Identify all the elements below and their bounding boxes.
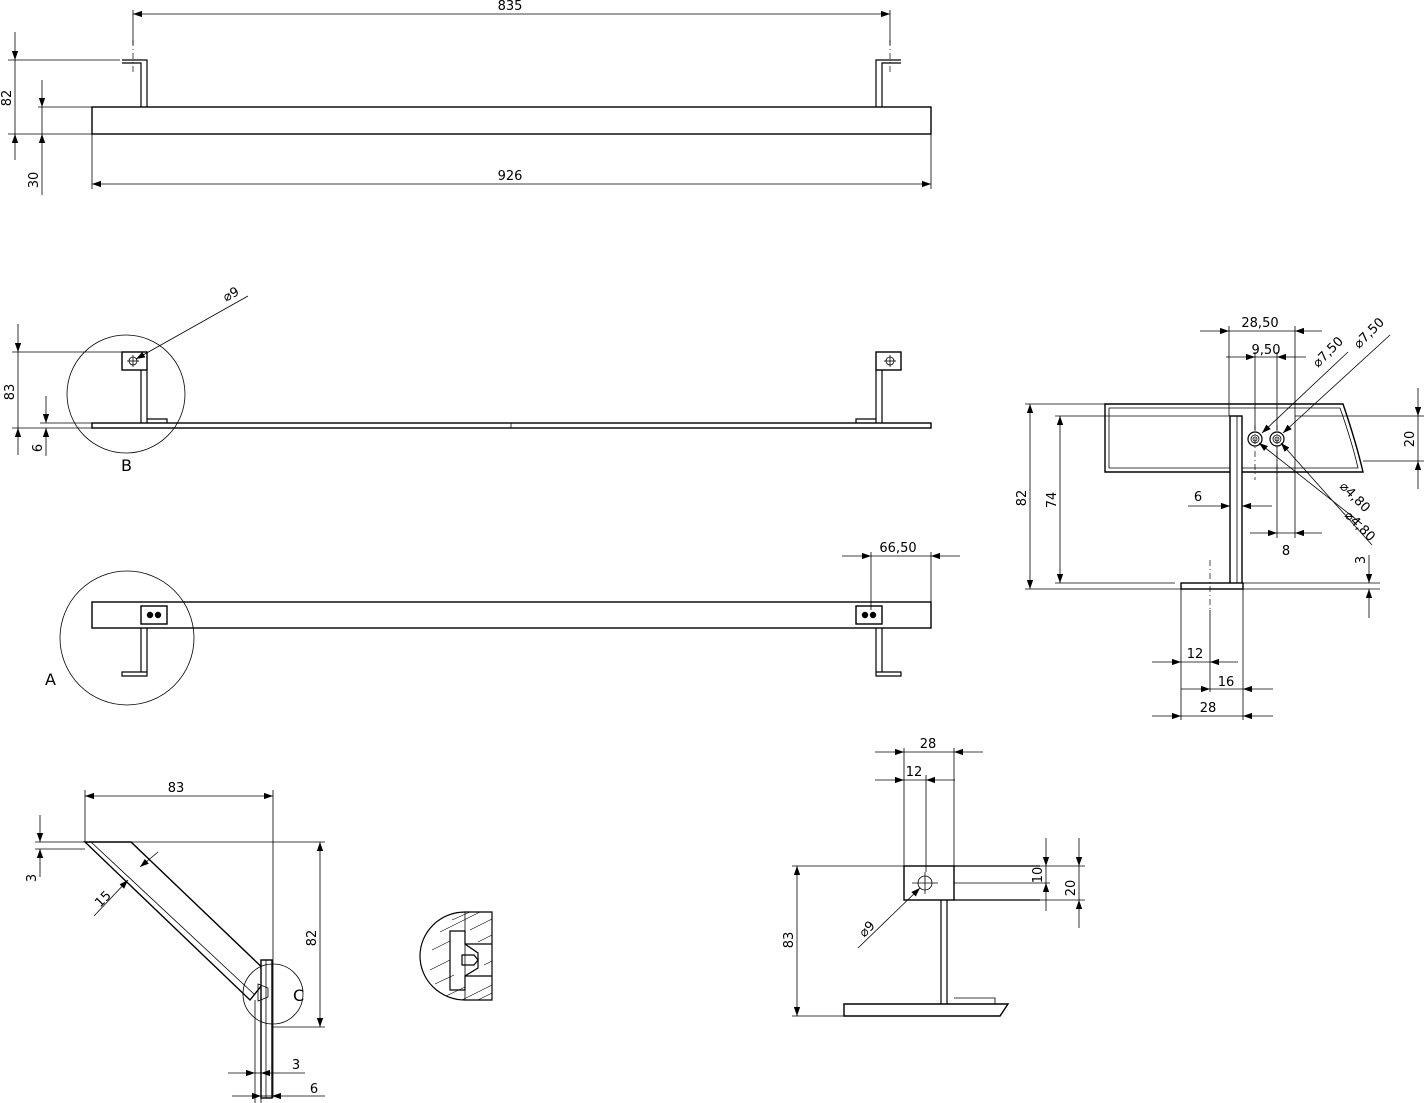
dim-10-front: 10 — [1031, 867, 1046, 884]
top-view-bar — [91, 106, 932, 135]
front-view: B ⌀9 83 6 — [3, 285, 932, 475]
dim-74: 74 — [1045, 492, 1060, 509]
section-base-plate — [1180, 582, 1244, 590]
dim-dia-4-80-b: ⌀4,80 — [1341, 508, 1378, 545]
dim-82-bracket: 82 — [305, 930, 320, 947]
detail-section-view — [419, 911, 493, 1001]
front-view-bar — [91, 422, 932, 429]
dim-3-bracket-bottom: 3 — [292, 1058, 300, 1073]
bracket-wall-plate — [260, 959, 273, 1099]
bracket-arm — [83, 841, 271, 1002]
bracket-front-view: 28 12 10 20 83 ⌀9 — [782, 737, 1085, 1017]
detail-a-circle — [59, 570, 195, 706]
dim-12-front: 12 — [906, 765, 923, 780]
dim-66-50: 66,50 — [879, 541, 916, 556]
bracket-front-base — [843, 1003, 1010, 1017]
dim-83-front: 83 — [3, 384, 18, 401]
bracket-side-view: C 83 82 3 15 3 6 — [25, 781, 325, 1103]
top-view-bracket-right — [875, 59, 901, 107]
top-view-bracket-left — [122, 59, 148, 107]
dim-6-front: 6 — [31, 444, 46, 452]
dim-dia-9-bracket: ⌀9 — [857, 919, 879, 941]
side-section-view: 28,50 9,50 ⌀7,50 ⌀7,50 ⌀4,80 ⌀4,80 20 82 — [1015, 315, 1424, 720]
label-a: A — [45, 670, 56, 689]
dim-6-bracket-bottom: 6 — [310, 1082, 318, 1097]
detail-b-circle — [66, 334, 186, 454]
dim-20-section: 20 — [1403, 431, 1418, 448]
dim-83-bracket-front: 83 — [782, 932, 797, 949]
dim-6-section: 6 — [1194, 490, 1202, 505]
dim-3-bracket-left: 3 — [25, 874, 40, 882]
bottom-view: A 66,50 — [45, 541, 960, 706]
dim-8-section: 8 — [1282, 544, 1290, 559]
dim-dia-7-50-b: ⌀7,50 — [1351, 315, 1388, 352]
dim-9-50: 9,50 — [1252, 343, 1281, 358]
detail-outline — [419, 911, 493, 1001]
section-bracket-plate — [1229, 415, 1243, 589]
dim-15: 15 — [92, 888, 114, 910]
dim-835: 835 — [498, 0, 523, 14]
dim-12-section: 12 — [1187, 647, 1204, 662]
dim-28-front: 28 — [920, 737, 937, 752]
dim-28-50: 28,50 — [1241, 316, 1278, 331]
label-b: B — [121, 456, 132, 475]
dim-dia-7-50-a: ⌀7,50 — [1310, 334, 1347, 371]
dim-82-section: 82 — [1015, 490, 1030, 507]
dim-30: 30 — [27, 172, 42, 189]
top-view: 835 926 82 30 — [0, 0, 932, 195]
label-c: C — [293, 986, 304, 1005]
dim-16-section: 16 — [1218, 675, 1235, 690]
dim-3-section: 3 — [1354, 556, 1369, 564]
dim-20-front: 20 — [1064, 880, 1079, 897]
dim-926: 926 — [498, 169, 523, 184]
dim-28-section: 28 — [1200, 701, 1217, 716]
dim-82-top: 82 — [0, 90, 15, 107]
dim-dia-9-front: ⌀9 — [221, 285, 242, 306]
dim-83-bracket: 83 — [168, 781, 185, 796]
bottom-view-bar — [91, 601, 932, 629]
